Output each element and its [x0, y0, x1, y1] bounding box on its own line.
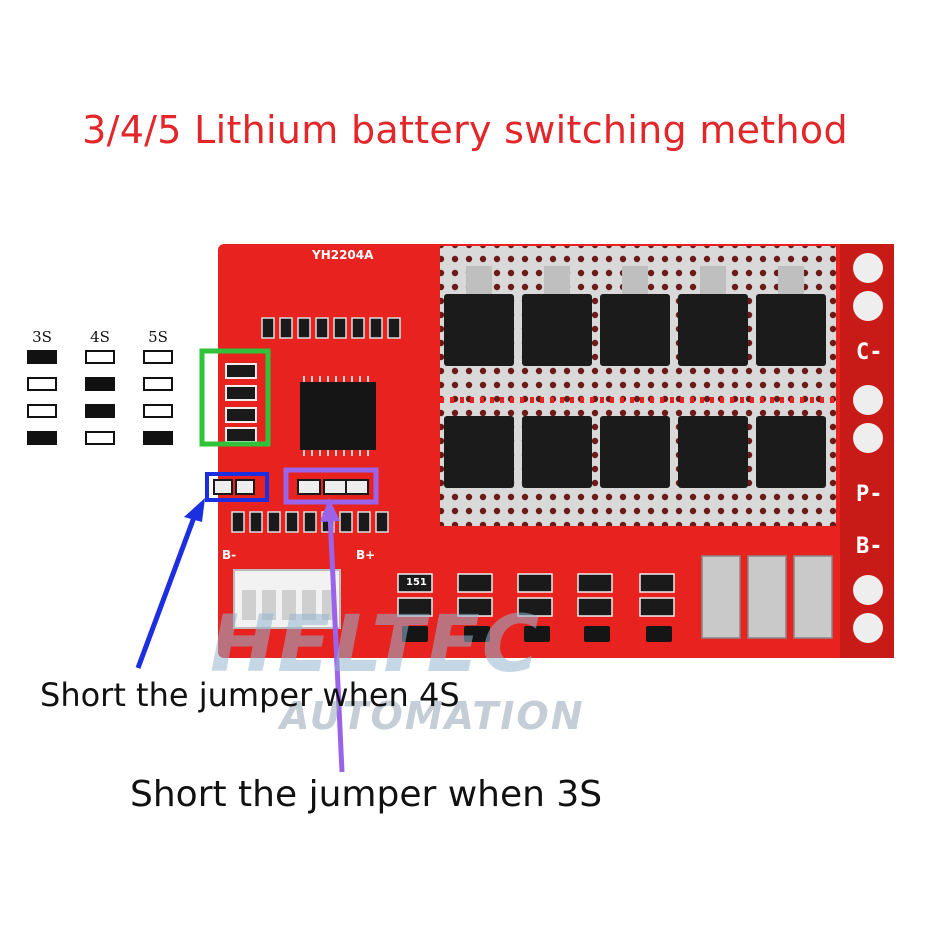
watermark-sub: AUTOMATION	[280, 694, 585, 738]
jumper-pad	[143, 431, 173, 445]
legend-label: 3S	[32, 328, 52, 346]
legend-label: 5S	[148, 328, 168, 346]
shunt-resistors	[701, 555, 833, 639]
mosfet-row-top	[444, 294, 826, 366]
silk-b-minus: B-	[222, 548, 237, 562]
legend-column-5s: 5S	[134, 328, 182, 458]
arrow-3s	[327, 513, 345, 773]
jumper-pad	[85, 377, 115, 391]
jumper-pad	[85, 350, 115, 364]
legend-label: 4S	[90, 328, 110, 346]
page-title: 3/4/5 Lithium battery switching method	[82, 108, 848, 152]
balance-resistors	[397, 573, 675, 617]
controller-ic	[300, 382, 376, 450]
jumper-pad	[27, 404, 57, 418]
highlight-3s-jumper	[283, 467, 379, 505]
jumper-pad	[27, 350, 57, 364]
jumper-pad	[143, 404, 173, 418]
arrow-4s	[135, 511, 199, 669]
terminal-p-minus: P-	[856, 482, 883, 507]
legend-column-4s: 4S	[76, 328, 124, 458]
highlight-5s-jumpers	[199, 348, 271, 447]
jumper-pad	[27, 377, 57, 391]
terminal-pads	[853, 253, 883, 643]
terminal-b-minus: B-	[856, 534, 883, 559]
mosfet-tabs-top	[466, 266, 804, 294]
board-model-label: YH2204A	[312, 248, 374, 262]
mosfet-row-bottom	[444, 416, 826, 488]
resistor-code: 151	[406, 577, 427, 588]
caption-jumper-3s: Short the jumper when 3S	[130, 774, 603, 815]
smd-resistor-row	[231, 317, 401, 533]
caption-jumper-4s: Short the jumper when 4S	[40, 676, 460, 714]
watermark-brand: HELTEC	[210, 600, 542, 690]
jumper-pads-bottom	[213, 479, 369, 495]
jumper-pad	[85, 431, 115, 445]
jumper-pad	[27, 431, 57, 445]
terminal-c-minus: C-	[856, 340, 883, 365]
highlight-4s-jumper	[205, 472, 269, 502]
balance-transistors	[402, 626, 672, 642]
jumper-pad	[143, 377, 173, 391]
jumper-pad	[85, 404, 115, 418]
silk-b-plus: B+	[356, 548, 376, 562]
jumper-pad	[143, 350, 173, 364]
legend-column-3s: 3S	[18, 328, 66, 458]
